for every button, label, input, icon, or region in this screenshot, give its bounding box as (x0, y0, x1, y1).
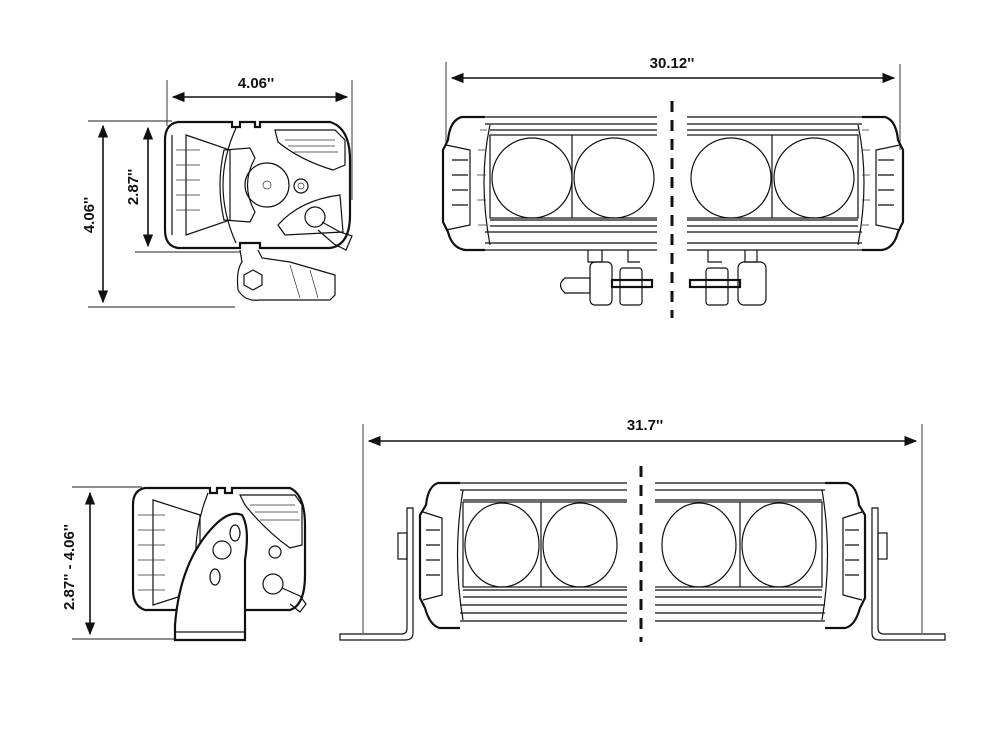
front-view-bracket-mount: 31.7'' (339, 417, 946, 642)
width-label: 30.12'' (650, 55, 695, 72)
front-view-top-mount: 30.12'' (441, 55, 905, 318)
width-label: 31.7'' (627, 417, 663, 434)
side-view-bracket-mount: 2.87'' - 4.06'' (61, 486, 307, 642)
total-height-label: 4.06'' (81, 197, 98, 233)
body-height-label: 2.87'' (125, 169, 142, 205)
height-range-label: 2.87'' - 4.06'' (61, 524, 78, 610)
side-view-top-mount: 4.06'' 2.87'' 4.06'' (81, 75, 353, 308)
width-label: 4.06'' (238, 75, 274, 92)
